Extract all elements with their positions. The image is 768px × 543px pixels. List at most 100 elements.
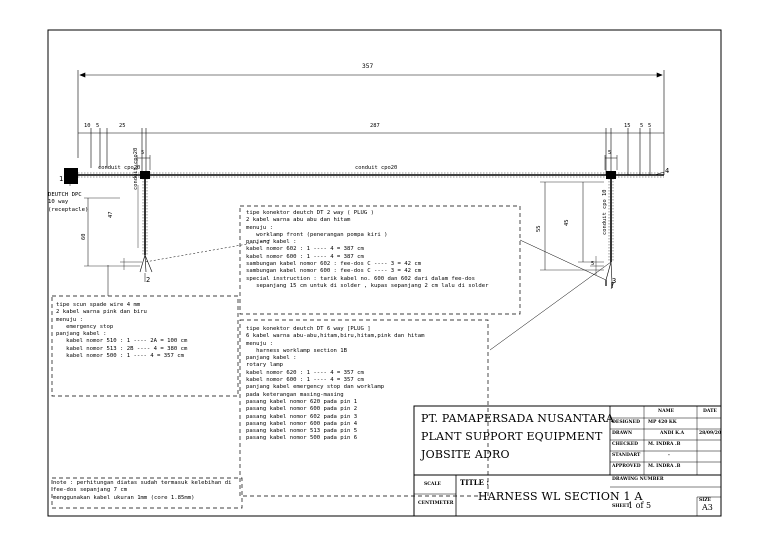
sheet-size: A3 — [702, 503, 713, 512]
note-line: sambungan kabel nomor 600 : fee-dos C --… — [246, 268, 422, 275]
dimension-label: 10 — [84, 123, 91, 129]
main-harness — [78, 172, 664, 178]
role-name: M. INDRA .B — [648, 442, 681, 447]
note-line: panjang kabel emergency stop dan worklam… — [246, 384, 385, 391]
note-dt2: tipe konektor deutch DT 2 way ( PLUG ) 2… — [246, 210, 488, 290]
header-name: NAME — [658, 409, 675, 414]
note-box-dt6 — [239, 319, 489, 497]
drawing-frame — [47, 29, 722, 517]
note-line: 6 kabel warna abu-abu,hitam,biru,hitam,p… — [246, 333, 425, 340]
sheet-number: 1 of 5 — [628, 501, 652, 510]
note-line: harness worklamp section 1B — [246, 347, 348, 354]
role-name: ANDI K.A — [660, 431, 685, 436]
scale-label: SCALE — [424, 482, 441, 487]
dimension-label: 5 — [648, 123, 652, 129]
note-line: pasang kabel nomor 600 pada pin 2 — [246, 406, 358, 413]
unit-label: CENTIMETER — [418, 501, 454, 506]
role-label: DESIGNED — [612, 420, 640, 425]
dimension-label: 5 — [640, 123, 644, 129]
deutsch-receptacle-connector — [64, 168, 78, 184]
dimension-label: 47 — [108, 211, 114, 219]
callout-1: 1 — [59, 175, 64, 183]
note-line: pasang kabel nomor 500 pada pin 6 — [246, 435, 358, 442]
connector-label-line: DEUTCH DPC — [48, 192, 82, 198]
note-line: rotary lamp — [246, 362, 284, 369]
note-line: pasang kabel nomor 620 pada pin 1 — [246, 398, 358, 405]
role-name: M. INDRA .B — [648, 464, 681, 469]
dimension-label: 5 — [96, 123, 100, 129]
note-line: tipe scun spade wire 4 mm — [56, 302, 141, 308]
note-line: note : perhitungan diatas sudah termasuk… — [53, 480, 232, 486]
note-line: menuju : — [56, 316, 83, 323]
branch-3-junction — [606, 171, 616, 179]
dimension-overall — [77, 70, 665, 175]
connector-label-line: (receptacle) — [48, 206, 89, 213]
branch-2-junction — [140, 171, 150, 179]
note-line: menuju : — [246, 340, 273, 347]
size-label: SIZE — [699, 498, 712, 503]
note-line: kabel nomor 500 : 1 ---- 4 = 357 cm — [56, 353, 184, 360]
drawing-number-label: DRAWING NUMBER — [612, 477, 664, 482]
note-line: pasang kabel nomor 602 pada pin 3 — [246, 413, 358, 420]
role-name: - — [668, 453, 670, 458]
tee-dimensions — [136, 155, 618, 170]
conduit-label: conduit cpo20 — [355, 165, 398, 171]
dimension-label: 60 — [81, 233, 87, 241]
note-line: kabel nomor 510 : 1 ---- 2A = 100 cm — [56, 338, 188, 345]
note-line: menuju : — [246, 224, 273, 231]
note-line: tipe konektor deutch DT 6 way [PLUG ] — [246, 326, 371, 332]
branch-2 — [84, 175, 153, 273]
role-name: MP 420 KK — [648, 420, 677, 425]
note-box-dt2 — [239, 205, 521, 315]
dimension-overall-label: 357 — [362, 63, 374, 70]
note-line: kabel nomor 620 : 1 ---- 4 = 357 cm — [246, 369, 364, 376]
note-line: sambungan kabel nomor 602 : fee-dos C --… — [246, 261, 422, 268]
callout-2: 2 — [146, 276, 151, 284]
dimension-label: 287 — [370, 123, 380, 129]
conduit-label: conduit cpo20 — [133, 147, 139, 190]
role-label: DRAWN — [612, 431, 633, 436]
conduit-label: conduit cpo 10 — [602, 189, 608, 235]
drawing-title: HARNESS WL SECTION 1 A — [478, 490, 643, 503]
note-footnote: note : perhitungan diatas sudah termasuk… — [53, 480, 232, 502]
branch-3 — [540, 175, 614, 288]
title-block — [413, 405, 722, 517]
note-line: kabel nomor 602 : 1 ---- 4 = 387 cm — [246, 246, 364, 253]
note-box-spade — [51, 295, 239, 397]
role-date: 28/09/20 — [699, 431, 722, 436]
note-line: emergency stop — [56, 323, 114, 330]
leader-lines — [69, 171, 665, 351]
department-name: PLANT SUPPORT EQUIPMENT — [421, 430, 603, 443]
title-label: TITLE : — [460, 478, 489, 487]
note-line: panjang kabel : — [246, 239, 297, 246]
role-label: STANDART — [612, 453, 641, 458]
callout-3: 3 — [612, 277, 617, 285]
note-line: 2 kabel warna abu abu dan hitam — [246, 217, 351, 224]
note-line: kabel nomor 600 : 1 ---- 4 = 357 cm — [246, 377, 364, 384]
conduit-label: conduit cpo20 — [98, 165, 141, 171]
connector-label: DEUTCH DPC 10 way (receptacle) — [48, 192, 88, 214]
note-line: tipe konektor deutch DT 2 way ( PLUG ) — [246, 210, 374, 216]
note-box-footnote — [51, 477, 243, 509]
note-line: sepanjang 15 cm untuk di solder , kupas … — [246, 282, 489, 289]
note-line: pada keterangan masing-masing — [246, 391, 344, 398]
note-line: pasang kabel nomor 600 pada pin 4 — [246, 420, 358, 427]
role-label: CHECKED — [612, 442, 639, 447]
note-line: pasang kabel nomor 513 pada pin 5 — [246, 428, 358, 435]
note-line: fee-dos sepanjang 7 cm — [53, 487, 128, 494]
note-line: kabel nomor 600 : 1 ---- 4 = 387 cm — [246, 253, 364, 260]
dimension-label: 5 — [591, 261, 595, 267]
header-date: DATE — [703, 409, 717, 414]
note-line: menggunakan kabel ukuran 1mm (core 1.85m… — [53, 494, 195, 501]
note-spade: tipe scun spade wire 4 mm 2 kabel warna … — [56, 302, 187, 360]
dimension-label: 15 — [624, 123, 631, 129]
connector-label-line: 10 way — [48, 199, 69, 206]
dimension-label: 5 — [608, 150, 612, 156]
dimension-segments — [78, 128, 664, 175]
site-name: JOBSITE ADRO — [421, 448, 510, 461]
company-name: PT. PAMAPERSADA NUSANTARA — [421, 412, 615, 425]
sheet-label: SHEET — [612, 504, 630, 509]
role-label: APPROVED — [612, 464, 641, 469]
